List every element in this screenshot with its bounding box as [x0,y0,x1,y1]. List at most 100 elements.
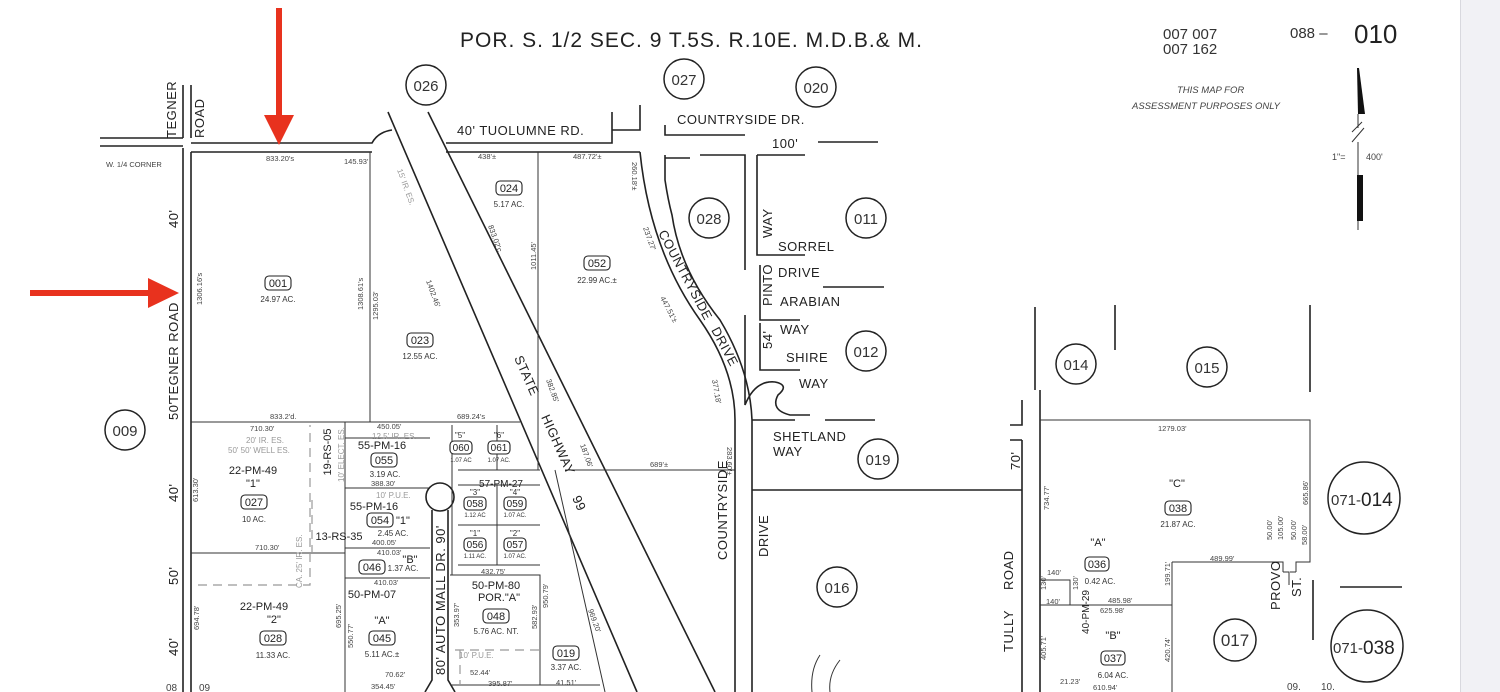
red-arrow-down-icon [264,8,294,145]
svg-text:08: 08 [166,683,178,692]
svg-text:388.30': 388.30' [371,479,396,488]
adjacent-map-link[interactable]: 071- 014 [1327,461,1401,535]
svg-text:400.05': 400.05' [372,538,397,547]
svg-text:833.20's: 833.20's [266,154,294,163]
svg-text:060: 060 [453,443,470,454]
svg-text:"5": "5" [455,431,465,440]
road-label: COUNTRYSIDE DR. [677,112,805,127]
road-label: TEGNER [164,81,179,138]
svg-text:489.99': 489.99' [1210,554,1235,563]
svg-text:550.77': 550.77' [346,623,355,648]
easement-labels: 20' IR. ES. 50' 50' WELL ES. 12.5' IR. E… [228,168,494,660]
svg-text:036: 036 [1088,559,1106,571]
road-label: ARABIAN [780,294,841,309]
svg-text:1.07 AC.: 1.07 AC. [487,458,510,464]
road-label: 99 [569,493,589,513]
svg-text:1.07 AC.: 1.07 AC. [503,554,526,560]
svg-text:582.93': 582.93' [530,604,539,629]
road-labels: TEGNER ROAD TEGNER ROAD 40' 50' 40' 50' … [106,81,1304,675]
svg-text:019: 019 [557,648,575,660]
svg-text:052: 052 [588,258,606,270]
svg-text:710.30': 710.30' [255,543,280,552]
road-label: DRIVE [756,515,771,557]
svg-text:130': 130' [1039,575,1048,590]
adjacent-map-link[interactable]: 071- 038 [1330,609,1404,683]
svg-text:"2": "2" [267,614,281,626]
svg-text:038: 038 [1169,503,1187,515]
svg-text:1.07 AC: 1.07 AC [450,458,472,464]
svg-text:6.04 AC.: 6.04 AC. [1098,671,1129,680]
road-label: 80' AUTO MALL DR. 90' [433,525,448,675]
svg-text:40-PM-29: 40-PM-29 [1081,590,1092,634]
svg-text:11.33 AC.: 11.33 AC. [256,651,291,660]
svg-text:410.03': 410.03' [377,548,402,557]
svg-text:"B": "B" [1105,630,1120,642]
svg-text:027: 027 [671,72,696,89]
scale-value: 400' [1366,152,1383,162]
svg-text:"1": "1" [470,529,480,538]
road-label: WAY [799,376,829,391]
road-label: DRIVE [708,324,741,368]
svg-text:10 AC.: 10 AC. [242,515,266,524]
svg-text:50.00': 50.00' [1265,519,1274,540]
road-label: COUNTRYSIDE [715,460,730,560]
svg-text:038: 038 [1363,638,1395,659]
svg-text:695.25': 695.25' [334,603,343,628]
circled-parcel: 019 [857,438,899,480]
svg-text:833.02'c: 833.02'c [486,224,504,254]
svg-text:260.18'±: 260.18'± [630,162,639,191]
svg-text:354.45': 354.45' [371,682,396,691]
circled-parcel: 014 [1055,343,1097,385]
svg-text:10.: 10. [1321,682,1335,692]
svg-text:028: 028 [696,211,721,228]
red-arrow-right-icon [30,278,179,308]
circled-parcel: 017 [1213,618,1257,662]
svg-text:011: 011 [854,211,878,228]
svg-text:12.55 AC.: 12.55 AC. [402,352,437,361]
svg-text:10' P.U.E.: 10' P.U.E. [459,651,494,660]
svg-text:023: 023 [411,335,429,347]
svg-text:001: 001 [269,278,287,290]
road-width: 40' [166,638,181,656]
svg-text:009: 009 [112,423,137,440]
svg-text:017: 017 [1221,631,1249,650]
road-width: 40' [166,484,181,502]
svg-text:5.76 AC. NT.: 5.76 AC. NT. [474,627,519,636]
svg-text:1308.61's: 1308.61's [356,277,365,310]
svg-text:665.86': 665.86' [1301,480,1310,505]
svg-text:377.18': 377.18' [710,379,723,405]
svg-text:057: 057 [507,540,524,551]
disclaimer-line: ASSESSMENT PURPOSES ONLY [1131,101,1281,112]
book-code: 007 007 [1163,26,1217,43]
section-numbers: 08 09 09. 10. [166,682,1335,692]
svg-text:50-PM-80: 50-PM-80 [472,580,520,592]
svg-text:026: 026 [413,78,438,95]
circled-parcel: 011 [845,197,887,239]
road-label: SHIRE [786,350,828,365]
svg-text:037: 037 [1104,653,1122,665]
svg-text:054: 054 [371,515,389,527]
page-prefix: 088 – [1290,25,1328,42]
svg-text:22-PM-49: 22-PM-49 [229,465,277,477]
svg-text:50' 50' WELL ES.: 50' 50' WELL ES. [228,446,290,455]
svg-text:353.97': 353.97' [452,602,461,627]
svg-text:689.24's: 689.24's [457,412,485,421]
road-label: PROVO [1268,561,1283,610]
svg-text:012: 012 [853,344,878,361]
map-title: POR. S. 1/2 SEC. 9 T.5S. R.10E. M.D.B.& … [460,29,923,52]
svg-text:1011.45': 1011.45' [529,241,538,270]
svg-text:1.11 AC.: 1.11 AC. [464,554,487,560]
circled-parcel: 012 [845,330,887,372]
road-label: TULLY [1001,610,1016,652]
svg-text:016: 016 [824,580,849,597]
svg-text:019: 019 [865,452,890,469]
svg-text:CA. 25' IR. ES.: CA. 25' IR. ES. [295,534,304,588]
svg-text:70.62': 70.62' [385,670,406,679]
